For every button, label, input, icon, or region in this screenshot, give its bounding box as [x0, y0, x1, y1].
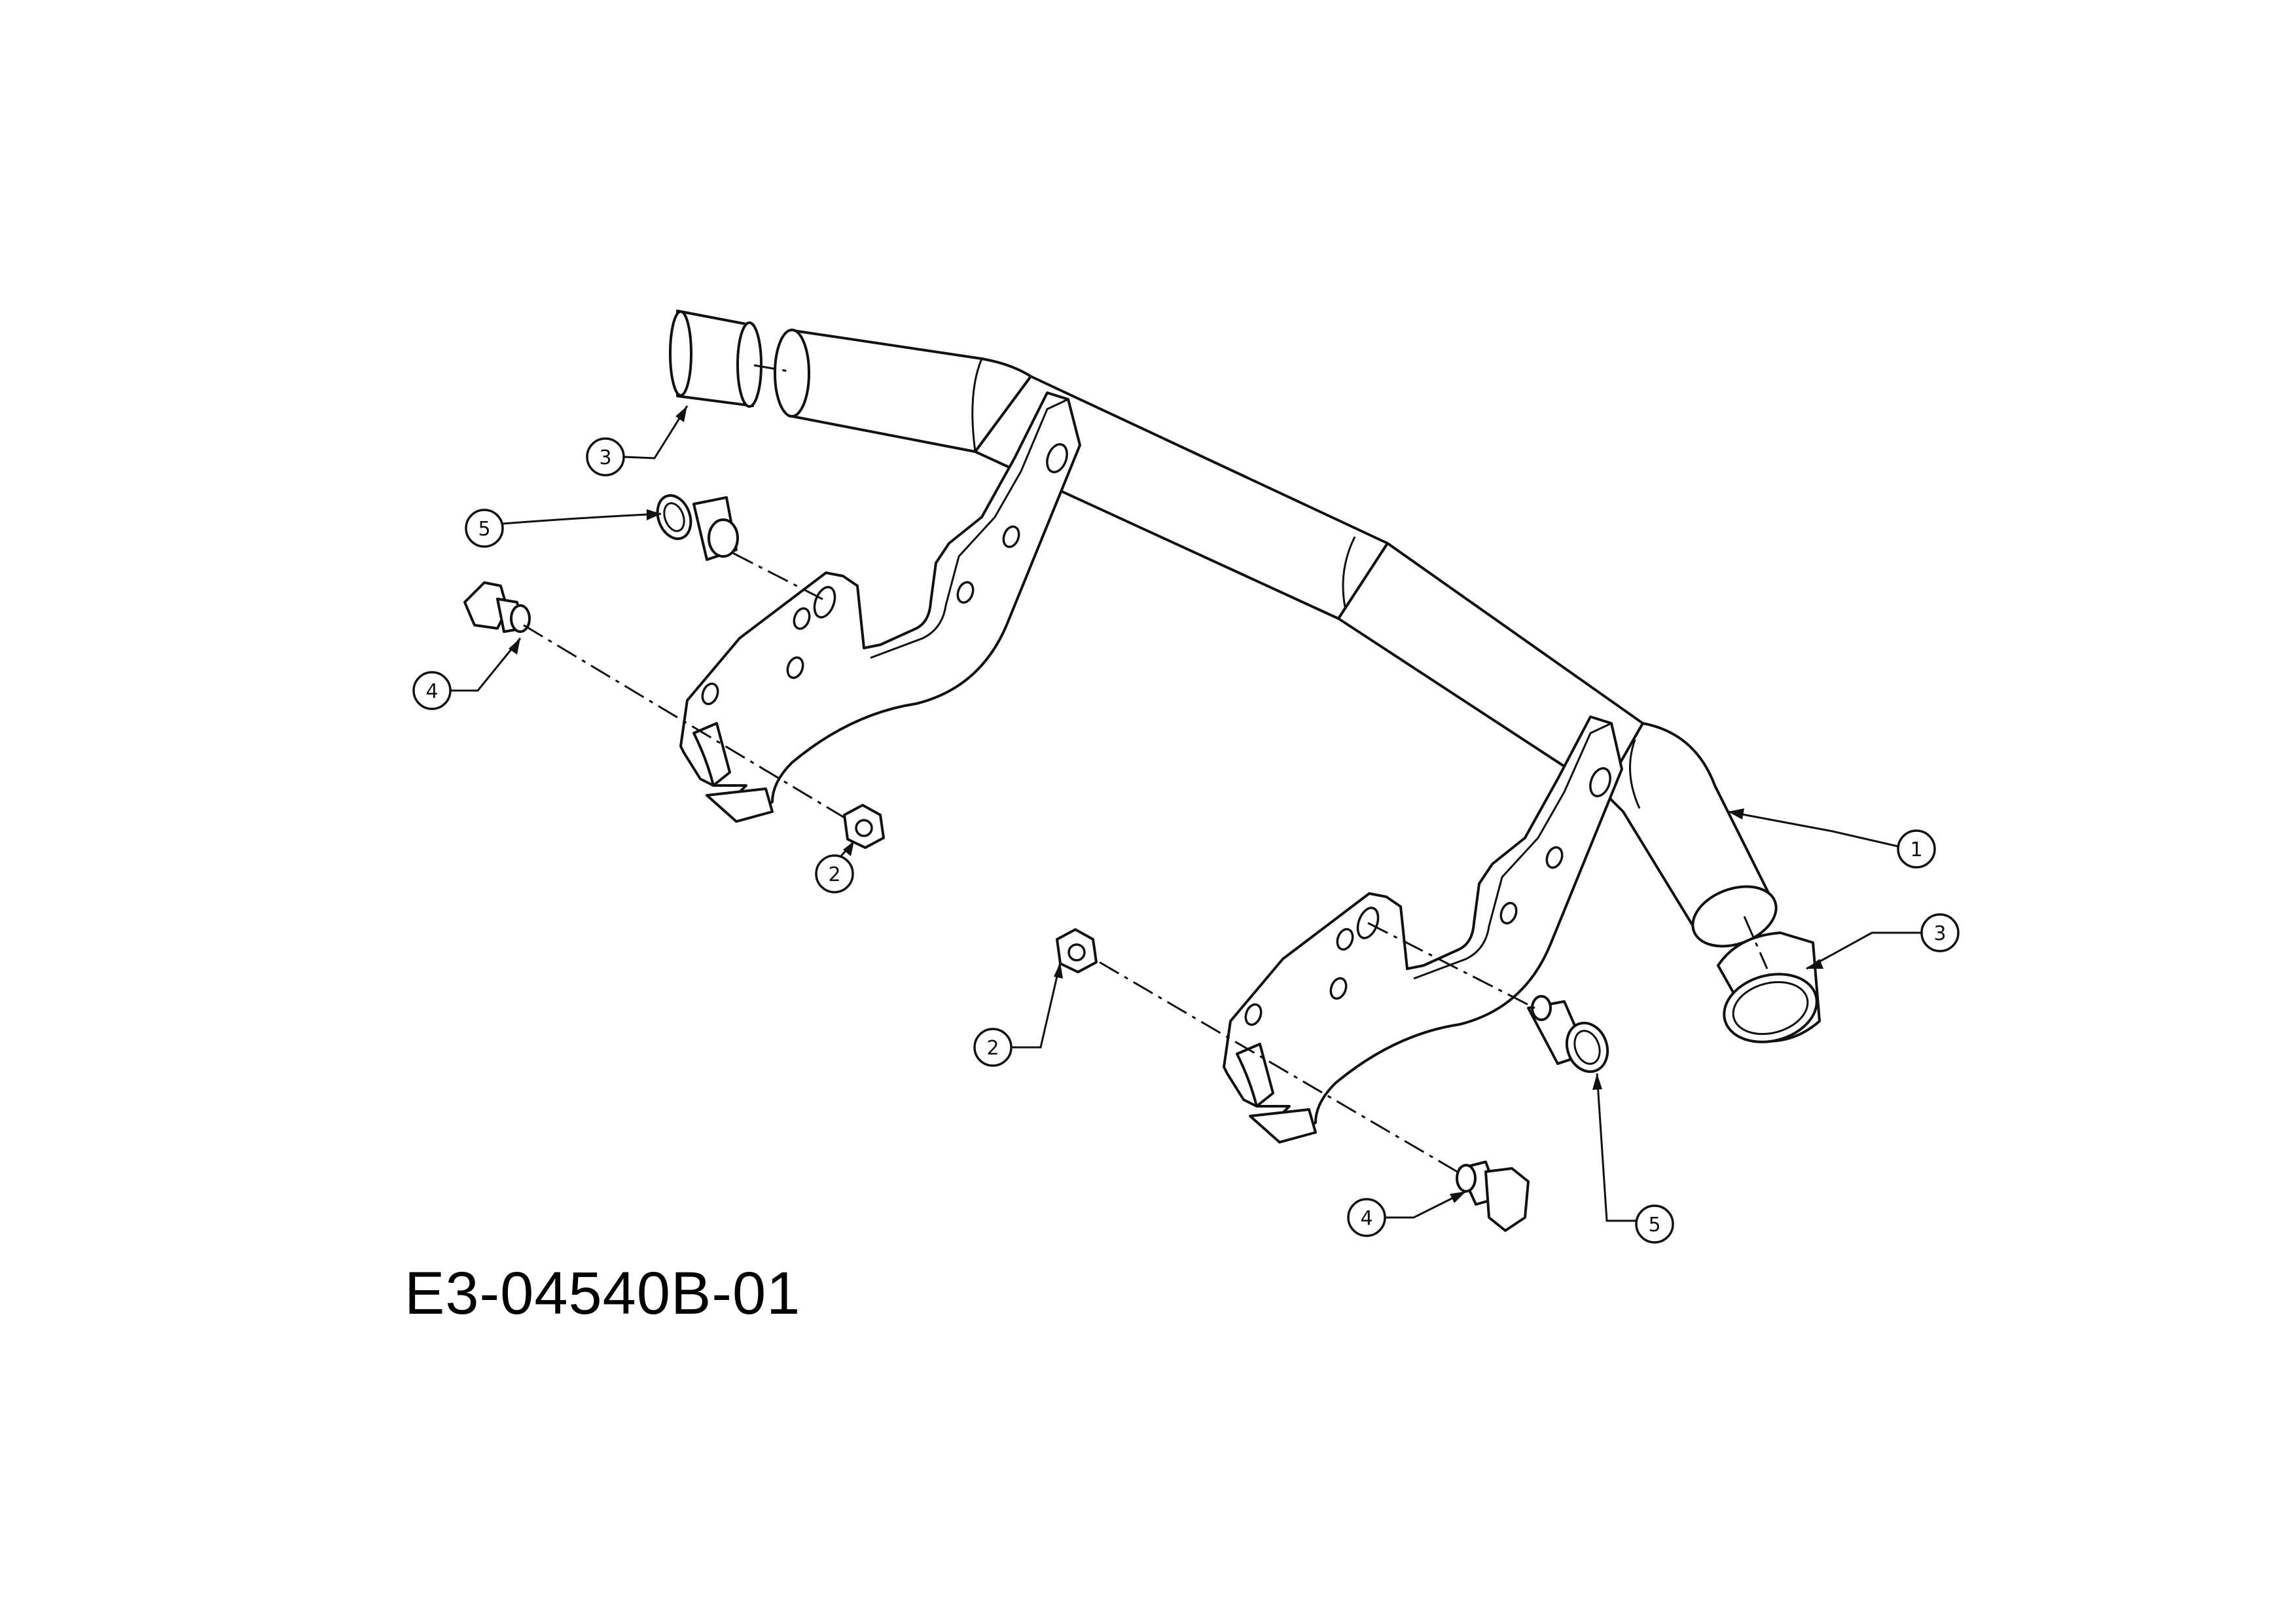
- bushing-top: [669, 310, 762, 408]
- callout-2-right: 2: [973, 1028, 1013, 1067]
- right-mounting-bracket: [1223, 715, 1623, 1144]
- callout-2-left-label: 2: [828, 863, 840, 886]
- callout-1-label: 1: [1910, 839, 1922, 861]
- leader-lines: [450, 405, 1922, 1222]
- callout-3-top: 3: [586, 437, 625, 477]
- callout-4-right: 4: [1347, 1198, 1386, 1237]
- nut-left: [843, 804, 885, 849]
- callout-4-right-label: 4: [1360, 1207, 1372, 1230]
- drawing-code: E3-04540B-01: [404, 1260, 801, 1327]
- callout-4-left-label: 4: [425, 680, 438, 703]
- clevis-pin-left: [656, 494, 739, 561]
- callout-5-left-label: 5: [478, 518, 490, 541]
- left-mounting-bracket: [679, 391, 1081, 823]
- assembly-center-lines: [523, 364, 1768, 1176]
- callout-3-top-label: 3: [599, 446, 611, 469]
- callout-5-right: 5: [1635, 1204, 1674, 1244]
- callout-2-right-label: 2: [986, 1037, 999, 1060]
- clevis-pin-right: [1527, 995, 1609, 1074]
- bolt-right: [1456, 1161, 1530, 1232]
- callout-1: 1: [1897, 829, 1936, 869]
- bushing-right: [1717, 931, 1821, 1043]
- callout-5-right-label: 5: [1648, 1214, 1660, 1236]
- callout-4-left: 4: [412, 671, 452, 710]
- bolt-left: [463, 581, 531, 633]
- nut-right: [1056, 928, 1098, 973]
- callout-5-left: 5: [465, 509, 504, 548]
- callout-3-right: 3: [1920, 913, 1960, 952]
- callout-3-right-label: 3: [1933, 922, 1946, 945]
- callout-2-left: 2: [815, 854, 854, 893]
